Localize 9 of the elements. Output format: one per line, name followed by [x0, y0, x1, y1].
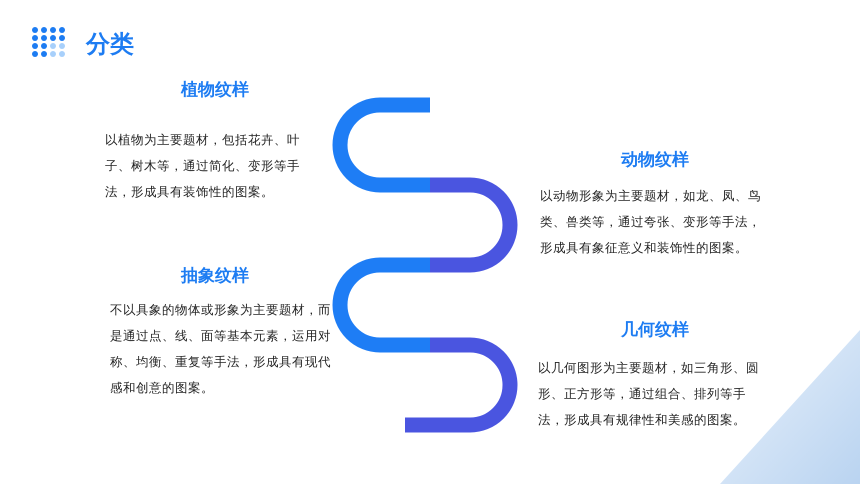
section-text: 不以具象的物体或形象为主要题材，而是通过点、线、面等基本元素，运用对称、均衡、重复等手法，形成具有现代感和创意的图案。 — [110, 301, 332, 397]
slide-title: 分类 — [86, 29, 134, 60]
section-heading: 动物纹样 — [620, 149, 690, 171]
section-text: 以植物为主要题材，包括花卉、叶子、树木等，通过简化、变形等手法，形成具有装饰性的图案。 — [105, 131, 301, 201]
section-text: 以动物形象为主要题材，如龙、凤、鸟类、兽类等，通过夸张、变形等手法，形成具有象征意义和装饰性的图案。 — [540, 187, 762, 257]
section-heading: 植物纹样 — [180, 79, 250, 101]
section-text: 以几何图形为主要题材，如三角形、圆形、正方形等，通过组合、排列等手法，形成具有规律性和美感的图案。 — [538, 359, 760, 429]
section-heading: 抽象纹样 — [180, 265, 250, 287]
section-heading: 几何纹样 — [620, 319, 690, 341]
